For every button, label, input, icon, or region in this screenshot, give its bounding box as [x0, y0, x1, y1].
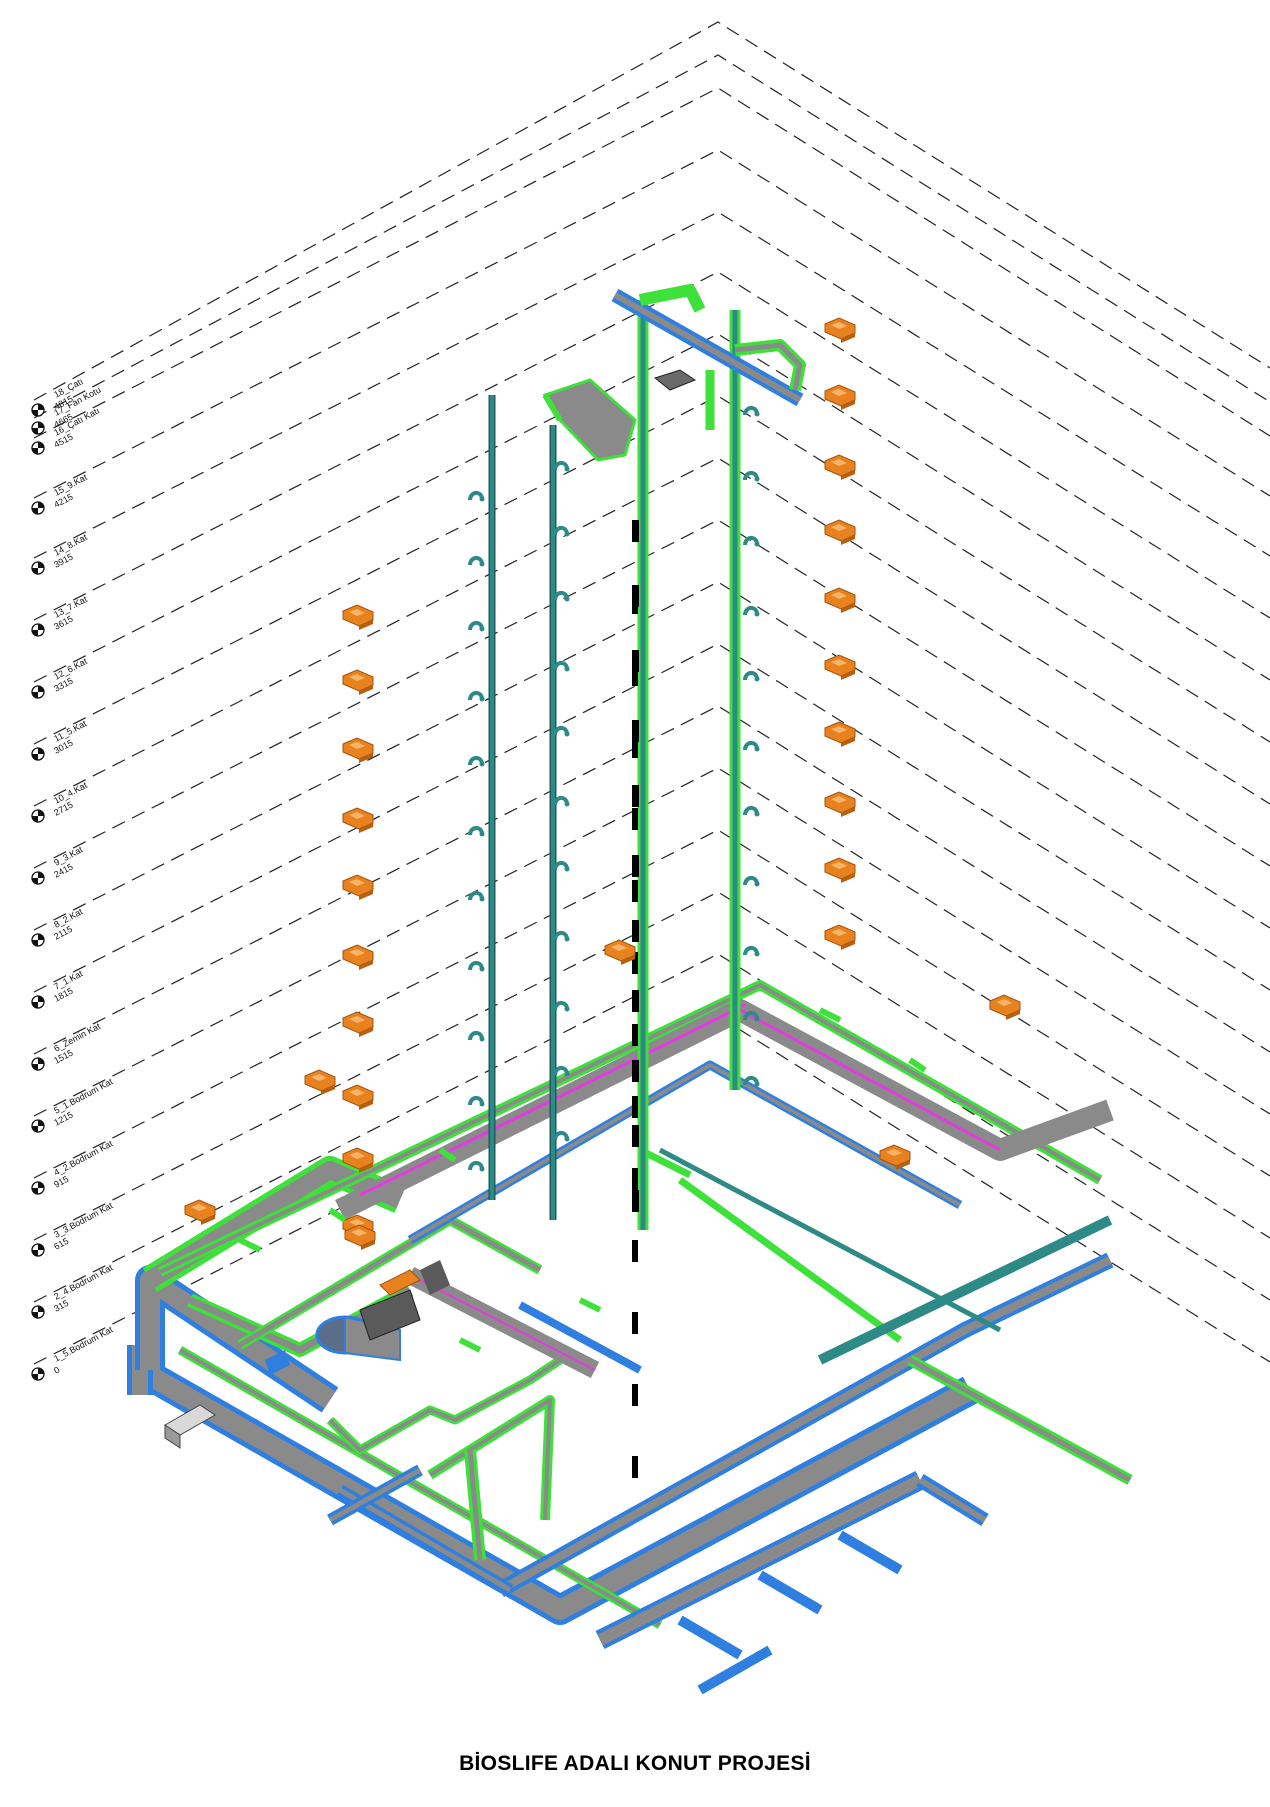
shaft-damper: [632, 855, 639, 877]
riser-elbow-icon: [468, 1095, 487, 1109]
shaft-damper: [632, 1190, 639, 1212]
riser-elbow-icon: [743, 670, 762, 684]
riser-elbow-icon: [468, 1160, 487, 1174]
riser-elbow-icon: [468, 960, 487, 974]
project-title: BİOSLIFE ADALI KONUT PROJESİ: [459, 1752, 811, 1775]
shaft-damper: [632, 1060, 639, 1082]
level-name: 6_Zemin Kat: [52, 1021, 102, 1054]
riser-elbow-icon: [743, 535, 762, 549]
riser-elbow-icon: [468, 555, 487, 569]
level-name: 3_3.Bodrum Kat: [52, 1200, 115, 1240]
riser-elbow-icon: [553, 1130, 572, 1144]
equipment-unit-icon: [824, 721, 856, 748]
shaft-damper: [632, 1125, 639, 1147]
level-elevation: 615: [52, 1236, 70, 1252]
riser-elbow-icon: [743, 605, 762, 619]
riser-branches: [468, 405, 762, 1212]
equipment-unit-icon: [604, 939, 636, 966]
level-elevation: 915: [52, 1174, 70, 1190]
riser-elbow-icon: [743, 875, 762, 889]
riser-elbow-icon: [553, 1000, 572, 1014]
riser-elbow-icon: [468, 890, 487, 904]
riser-elbow-icon: [468, 690, 487, 704]
level-elevation: 0: [52, 1365, 61, 1376]
riser-elbow-icon: [468, 490, 487, 504]
equipment-unit-icon: [342, 669, 374, 696]
equipment-unit-icon: [824, 317, 856, 344]
duct-tees: [238, 1007, 927, 1353]
roof-equipment: [542, 284, 806, 462]
shaft-damper: [632, 920, 639, 942]
level-name: 2_4.Bodrum Kat: [52, 1262, 115, 1302]
riser-elbow-icon: [743, 470, 762, 484]
equipment-unit-icon: [824, 454, 856, 481]
equipment-unit-icon: [824, 654, 856, 681]
riser-elbow-icon: [743, 740, 762, 754]
equipment-unit-icon: [824, 924, 856, 951]
level-name: 5_1.Bodrum Kat: [52, 1076, 115, 1116]
equipment-unit-icon: [184, 1199, 216, 1226]
level-name: 4_2.Bodrum Kat: [52, 1138, 115, 1178]
equipment-unit-icon: [342, 807, 374, 834]
riser-elbow-icon: [743, 945, 762, 959]
level-lines: [33, 21, 1270, 1365]
vertical-risers: [488, 300, 741, 1520]
equipment-unit-icon: [824, 384, 856, 411]
shaft-damper: [632, 720, 639, 742]
equipment-unit-icon: [304, 1069, 336, 1096]
riser-elbow-icon: [553, 930, 572, 944]
riser-elbow-icon: [743, 405, 762, 419]
riser-elbow-icon: [553, 460, 572, 474]
riser-elbow-icon: [553, 525, 572, 539]
riser-elbow-icon: [468, 755, 487, 769]
riser-elbow-icon: [468, 1030, 487, 1044]
ground-floor-duct-network: [157, 980, 1114, 1379]
equipment-unit-icon: [824, 587, 856, 614]
equipment-unit-icon: [824, 791, 856, 818]
equipment-unit-icon: [342, 1084, 374, 1111]
riser-elbow-icon: [743, 805, 762, 819]
riser-elbow-icon: [468, 825, 487, 839]
riser-elbow-icon: [553, 590, 572, 604]
basement-fan-units: [265, 1260, 450, 1375]
equipment-unit-icon: [342, 604, 374, 631]
riser-elbow-icon: [468, 620, 487, 634]
riser-elbow-icon: [553, 795, 572, 809]
equipment-unit-icon: [824, 857, 856, 884]
level-name: 1_5.Bodrum Kat: [52, 1324, 115, 1364]
riser-elbow-icon: [553, 660, 572, 674]
shaft-damper: [632, 990, 639, 1012]
level-elevation: 315: [52, 1298, 70, 1314]
equipment-unit-icon: [342, 944, 374, 971]
shaft-damper: [632, 650, 639, 672]
equipment-unit-icon: [989, 994, 1021, 1021]
equipment-unit-icon: [342, 874, 374, 901]
riser-elbow-icon: [553, 725, 572, 739]
equipment-unit-icon: [342, 1011, 374, 1038]
shaft-damper: [632, 520, 639, 542]
shaft-damper: [632, 785, 639, 807]
riser-elbow-icon: [553, 860, 572, 874]
shaft-damper: [632, 585, 639, 607]
equipment-unit-icon: [824, 519, 856, 546]
